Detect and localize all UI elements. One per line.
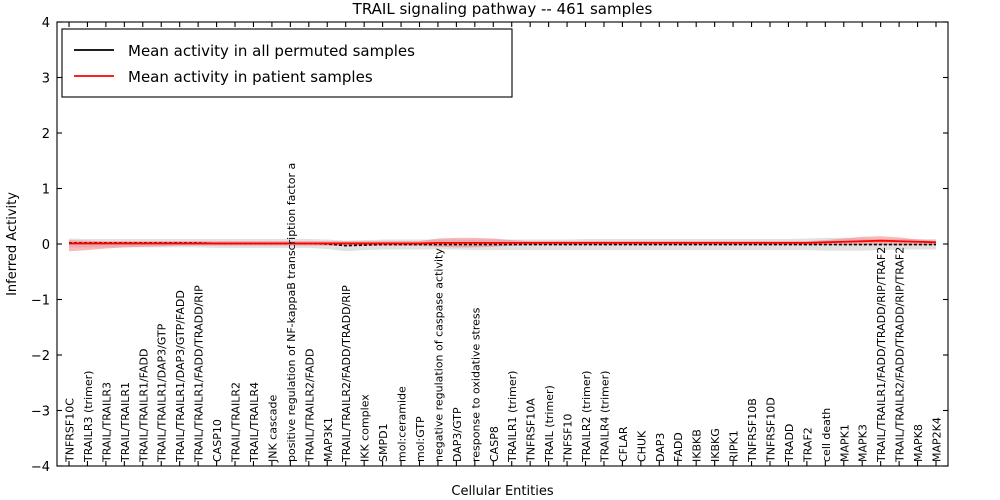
x-tick-label: TRADD: [783, 424, 796, 463]
x-tick-label: MAP2K4: [931, 417, 944, 462]
x-tick-label: TRAILR4 (trimer): [598, 371, 611, 463]
x-tick-label: TRAIL/TRAILR1/FADD/TRADD/RIP: [193, 285, 206, 463]
x-tick-label: TRAIL/TRAILR2/FADD/TRADD/RIP: [340, 285, 353, 463]
y-tick-label: 2: [42, 127, 50, 142]
x-tick-label: TRAIL/TRAILR1/FADD/TRADD/RIP/TRAF2: [875, 247, 888, 463]
x-tick-label: DAP3: [654, 433, 667, 462]
x-tick-label: TNFRSF10C: [64, 398, 77, 463]
x-tick-label: mol:ceramide: [396, 386, 409, 462]
y-tick-label: −4: [31, 460, 50, 475]
x-tick-label: TRAIL/TRAILR1: [119, 382, 132, 463]
x-tick-label: DAP3/GTP: [451, 407, 464, 462]
x-tick-label: TRAIL/TRAILR2: [230, 382, 243, 463]
mean-line-permuted: [69, 242, 936, 247]
x-tick-label: CASP10: [211, 419, 224, 462]
x-tick-label: TNFRSF10D: [764, 397, 777, 463]
x-tick-label: TRAIL/TRAILR1/DAP3/GTP/FADD: [174, 290, 187, 463]
y-tick-label: −2: [31, 349, 50, 364]
mean-line-patient: [69, 239, 937, 245]
x-tick-label: TRAIL/TRAILR1/DAP3/GTP: [156, 323, 169, 463]
y-tick-label: 4: [42, 16, 50, 31]
legend-label-0: Mean activity in all permuted samples: [128, 42, 415, 60]
x-tick-label: RIPK1: [728, 430, 741, 462]
x-tick-label: TRAILR3 (trimer): [82, 371, 95, 463]
y-tick-label: 0: [42, 238, 50, 253]
x-tick-label: TRAIL (trimer): [543, 385, 556, 463]
x-tick-label: TNFSF10: [562, 414, 575, 463]
x-tick-label: TNFRSF10B: [746, 398, 759, 463]
y-tick-label: −3: [31, 405, 50, 420]
x-tick-label: TRAIL/TRAILR3: [100, 382, 113, 463]
x-tick-label: IKBKG: [709, 428, 722, 462]
x-tick-label: positive regulation of NF-kappaB transcr…: [285, 163, 298, 462]
x-tick-label: IKBKB: [691, 429, 704, 462]
x-tick-label: TRAF2: [801, 427, 814, 463]
x-tick-label: CASP8: [488, 426, 501, 462]
x-tick-label: JNK cascade: [266, 395, 279, 463]
x-tick-label: mol:GTP: [414, 416, 427, 462]
x-tick-label: TNFRSF10A: [525, 398, 538, 463]
x-tick-label: CFLAR: [617, 426, 630, 462]
chart-title: TRAIL signaling pathway -- 461 samples: [352, 0, 653, 18]
x-tick-label: TRAILR2 (trimer): [580, 371, 593, 463]
y-tick-label: 1: [42, 183, 50, 198]
x-tick-label: MAPK3: [857, 424, 870, 462]
x-tick-label: MAPK1: [838, 424, 851, 462]
legend-label-1: Mean activity in patient samples: [128, 68, 373, 86]
x-tick-label: response to oxidative stress: [469, 307, 482, 462]
y-axis-label: Inferred Activity: [5, 192, 20, 296]
x-tick-label: CHUK: [635, 430, 648, 462]
x-tick-label: TRAILR1 (trimer): [506, 371, 519, 463]
y-tick-label: −1: [31, 294, 50, 309]
x-tick-label: TRAIL/TRAILR2/FADD: [303, 349, 316, 463]
x-tick-label: SMPD1: [377, 423, 390, 462]
x-axis-label: Cellular Entities: [451, 484, 553, 499]
legend-box: [61, 28, 513, 98]
x-tick-label: MAPK8: [912, 424, 925, 462]
x-tick-label: negative regulation of caspase activity: [432, 248, 445, 462]
x-tick-label: TRAIL/TRAILR4: [248, 382, 261, 463]
x-tick-label: cell death: [820, 408, 833, 462]
plot-frame: [56, 21, 949, 467]
x-tick-label: IKK complex: [359, 394, 372, 462]
y-tick-label: 3: [42, 72, 50, 87]
x-tick-label: MAP3K1: [322, 417, 335, 462]
x-tick-label: TRAIL/TRAILR1/FADD: [137, 349, 150, 463]
x-tick-label: TRAIL/TRAILR2/FADD/TRADD/RIP/TRAF2: [894, 247, 907, 463]
x-tick-label: FADD: [672, 432, 685, 462]
